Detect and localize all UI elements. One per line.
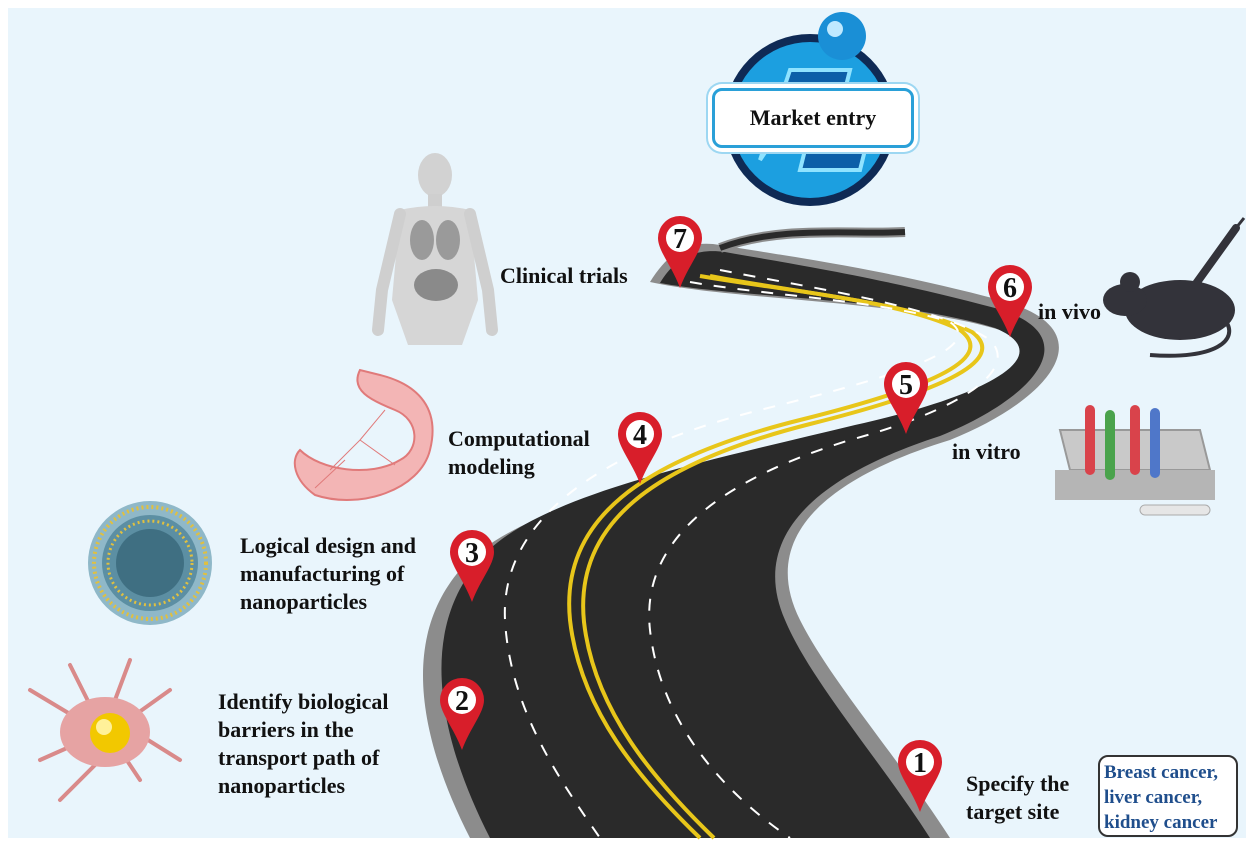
market-entry-box: Market entry	[712, 88, 914, 148]
pin-1-number: 1	[913, 748, 927, 779]
step-2-label: Identify biological barriers in the tran…	[218, 688, 414, 800]
target-cancer-1: Breast cancer,	[1104, 760, 1232, 785]
target-cancer-3: kidney cancer	[1104, 810, 1232, 835]
target-cancer-2: liver cancer,	[1104, 785, 1232, 810]
pin-5-number: 5	[899, 370, 913, 401]
target-cancers-box: Breast cancer, liver cancer, kidney canc…	[1098, 755, 1238, 837]
stomach-mesh-icon	[295, 370, 433, 500]
step-5-label: in vitro	[952, 438, 1021, 466]
road	[423, 232, 1059, 838]
human-body-icon	[378, 153, 492, 345]
pin-2-number: 2	[455, 686, 469, 717]
pin-3-number: 3	[465, 538, 479, 569]
pin-4-number: 4	[633, 420, 647, 451]
pin-7-number: 7	[673, 224, 687, 255]
pin-6-number: 6	[1003, 273, 1017, 304]
mouse-syringe-icon	[1103, 218, 1244, 356]
step-7-label: Clinical trials	[500, 262, 628, 290]
step-1-label: Specify the target site	[966, 770, 1069, 826]
liposome-icon	[88, 501, 212, 625]
step-3-label: Logical design and manufacturing of nano…	[240, 532, 416, 616]
cancer-cell-icon	[30, 660, 180, 800]
step-4-label: Computational modeling	[448, 425, 590, 481]
test-tube-rack-icon	[1055, 405, 1215, 515]
market-entry-label: Market entry	[750, 105, 876, 131]
step-6-label: in vivo	[1038, 298, 1101, 326]
